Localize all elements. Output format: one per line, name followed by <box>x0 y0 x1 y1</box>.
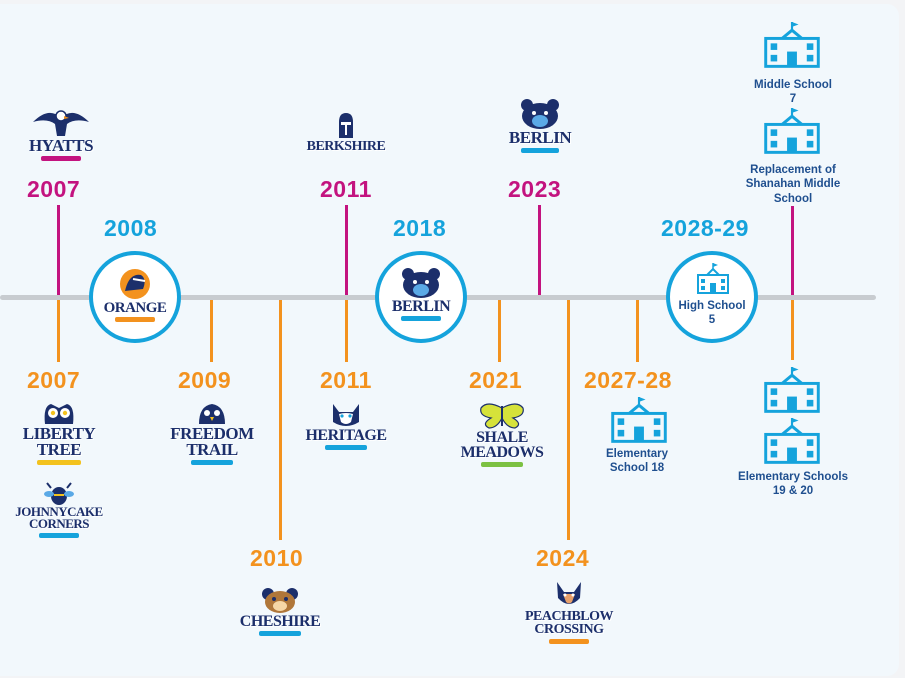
freedom-trail-logo: FREEDOM TRAIL <box>168 402 256 466</box>
trail-wordmark: TRAIL <box>186 440 238 460</box>
falcon-icon <box>199 404 225 424</box>
connector-2009 <box>210 300 213 362</box>
shale-wordmark: SHALE <box>476 429 528 446</box>
heritage-wordmark: HERITAGE <box>305 427 387 444</box>
berlin-high-circle: BERLIN <box>375 251 467 343</box>
butterfly-icon <box>480 403 524 429</box>
eagle-icon <box>33 110 89 136</box>
cheshire-wordmark: CHESHIRE <box>239 613 321 630</box>
elementary-18-label: Elementary School 18 <box>605 448 668 475</box>
year-2007-top: 2007 <box>27 176 81 202</box>
connector-2024 <box>567 300 570 540</box>
connector-2028-29-bottom <box>791 300 794 360</box>
connector-2011-top <box>345 205 348 295</box>
high-school-5-circle: High School 5 <box>666 251 758 343</box>
school-building-icon <box>764 108 820 154</box>
connector-2023 <box>538 205 541 295</box>
husky-icon <box>333 404 359 426</box>
berkshire-wordmark: BERKSHIRE <box>306 139 386 154</box>
orange-logo: ORANGE <box>93 267 177 323</box>
year-2023: 2023 <box>508 176 562 202</box>
year-2011-bottom: 2011 <box>320 367 372 393</box>
hyatts-wordmark: HYATTS <box>28 136 94 155</box>
year-2028-29: 2028-29 <box>661 215 749 241</box>
crossing-wordmark: CROSSING <box>534 622 604 638</box>
year-2027-28: 2027-28 <box>584 367 672 393</box>
cat-icon <box>262 588 298 613</box>
connector-2007-bottom <box>57 300 60 362</box>
middle-school-7-label: Middle School 7 <box>754 79 832 106</box>
orange-high-circle: ORANGE <box>89 251 181 343</box>
year-2021: 2021 <box>469 367 523 393</box>
year-2010: 2010 <box>250 545 304 571</box>
school-building-icon <box>764 418 820 464</box>
johnnycake-wordmark: JOHNNYCAKE <box>15 504 103 519</box>
shale-meadows-logo: SHALE MEADOWS <box>460 402 544 468</box>
bear-icon <box>402 268 440 298</box>
berlin-hs-wordmark: BERLIN <box>391 298 451 315</box>
tree-wordmark: TREE <box>36 440 82 460</box>
liberty-wordmark: LIBERTY <box>22 424 96 443</box>
johnnycake-corners-logo: JOHNNYCAKE CORNERS <box>14 482 104 538</box>
replacement-shanahan-label: Replacement of Shanahan Middle School <box>745 164 841 205</box>
connector-2010 <box>279 300 282 540</box>
orange-wordmark: ORANGE <box>103 300 167 316</box>
year-2009: 2009 <box>178 367 232 393</box>
berlin-hs-logo: BERLIN <box>379 267 463 322</box>
owl-icon <box>44 404 74 424</box>
connector-2007-top <box>57 205 60 295</box>
year-2011-top: 2011 <box>320 176 372 202</box>
berlin-ms-wordmark: BERLIN <box>508 128 572 147</box>
school-building-icon <box>764 22 820 68</box>
meadows-wordmark: MEADOWS <box>460 444 544 462</box>
bear-head-icon <box>521 99 559 129</box>
heritage-logo: HERITAGE <box>304 402 388 451</box>
hyatts-logo: HYATTS <box>28 104 94 162</box>
year-2007-bottom: 2007 <box>27 367 81 393</box>
connector-2021 <box>498 300 501 362</box>
liberty-tree-logo: LIBERTY TREE <box>18 402 100 466</box>
berkshire-logo: BERKSHIRE <box>306 110 386 154</box>
freedom-wordmark: FREEDOM <box>170 424 254 443</box>
peachblow-crossing-logo: PEACHBLOW CROSSING <box>524 580 614 644</box>
berlin-ms-logo: BERLIN <box>508 98 572 154</box>
year-2008: 2008 <box>104 215 158 241</box>
school-building-icon <box>611 397 667 443</box>
fox-icon <box>557 582 581 604</box>
school-building-icon <box>764 367 820 413</box>
connector-2028-29-top <box>791 206 794 295</box>
knight-icon <box>120 269 150 299</box>
knight-helmet-icon <box>339 113 353 138</box>
connector-2027-28 <box>636 300 639 362</box>
high-school-5-label: High School 5 <box>678 300 746 327</box>
elementary-19-20-label: Elementary Schools 19 & 20 <box>738 471 848 498</box>
peachblow-wordmark: PEACHBLOW <box>524 609 614 624</box>
corners-wordmark: CORNERS <box>28 516 90 532</box>
cheshire-logo: CHESHIRE <box>238 586 322 637</box>
connector-2011-bottom <box>345 300 348 362</box>
school-building-icon <box>697 263 729 294</box>
year-2024: 2024 <box>536 545 590 571</box>
hornet-icon <box>44 482 74 505</box>
year-2018: 2018 <box>393 215 447 241</box>
